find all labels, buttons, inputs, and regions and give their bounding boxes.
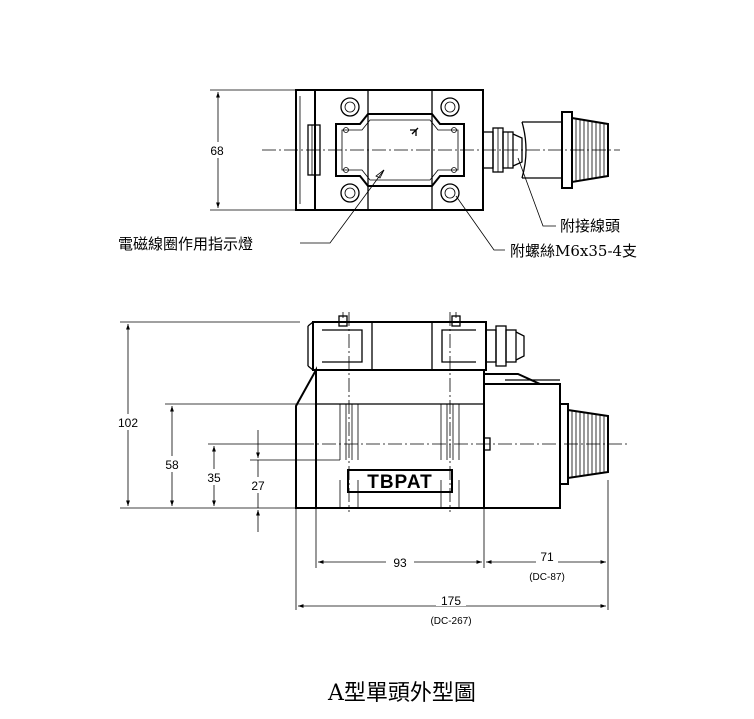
dim-27-label: 27 <box>251 479 265 493</box>
dim-102-label: 102 <box>118 416 138 430</box>
brand-plate <box>347 469 453 493</box>
dim-35-label: 35 <box>207 471 221 485</box>
bolt-holes <box>340 97 460 203</box>
side-view: TBPAT 102 <box>113 312 628 627</box>
dim-58-label: 58 <box>165 458 179 472</box>
dim-71-model: (DC-87) <box>529 572 565 583</box>
dim-68-label: 68 <box>210 144 224 158</box>
screws-label: 附螺絲M6x35-4支 <box>510 242 637 260</box>
indicator-light-label: 電磁線圈作用指示燈 <box>118 235 253 253</box>
top-manual-knob <box>561 111 609 189</box>
dim-71-label: 71 <box>540 550 554 564</box>
dim-93-label: 93 <box>393 556 407 570</box>
side-left-end-plate <box>295 366 317 509</box>
side-solenoid <box>483 383 561 509</box>
top-coil-cover <box>335 113 465 187</box>
brand-plate-text: TBPAT <box>367 472 433 493</box>
top-view: 68 電磁線圈作用指示燈 附接線頭 附螺絲M6x35-4支 <box>118 89 637 260</box>
connector-label: 附接線頭 <box>560 217 620 235</box>
side-coil-housing <box>312 321 487 371</box>
dim-175-model: (DC-267) <box>430 616 471 627</box>
top-connector-head <box>482 127 523 173</box>
dim-175-label: 175 <box>441 594 461 608</box>
drawing-caption: A型單頭外型圖 <box>327 681 476 706</box>
